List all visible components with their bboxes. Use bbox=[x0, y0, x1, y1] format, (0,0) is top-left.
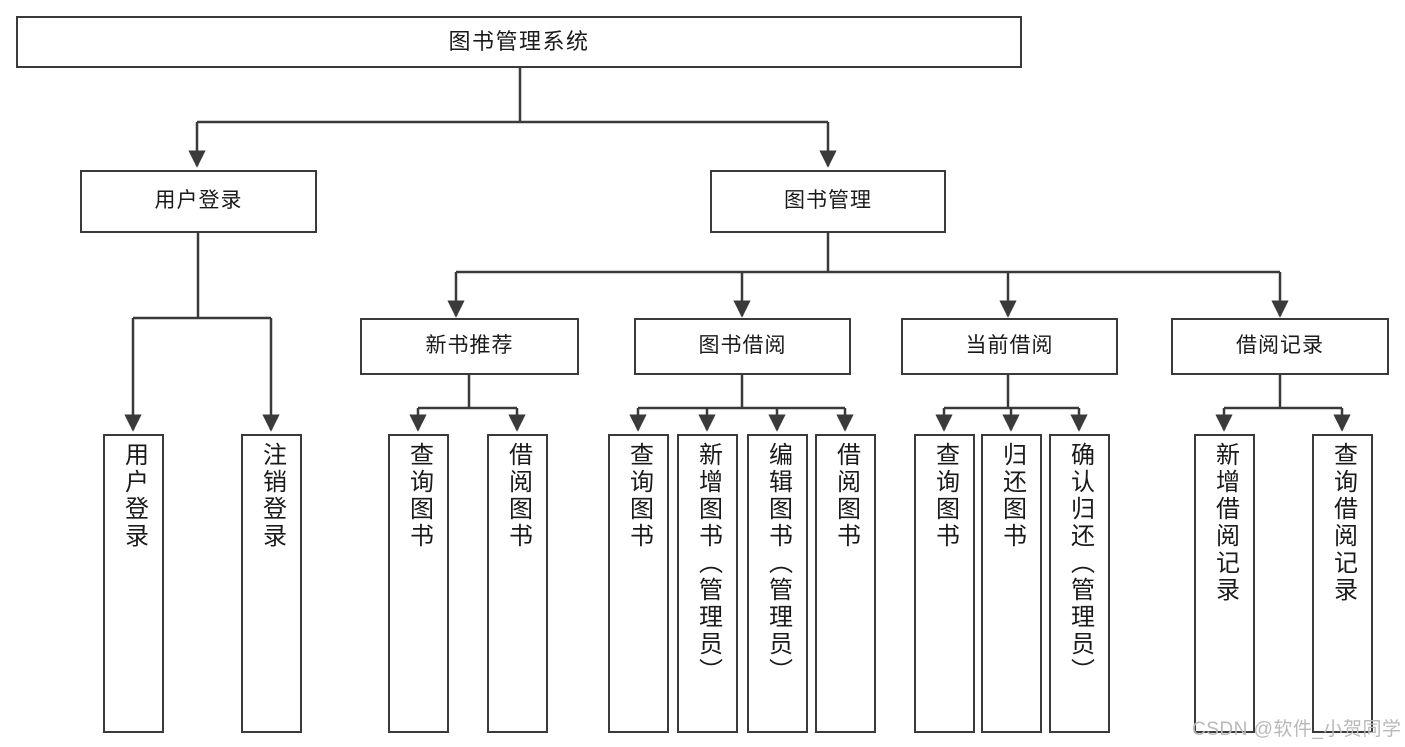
node-new-book-recommend[interactable]: 新书推荐 bbox=[360, 318, 579, 375]
node-label: 确认归还（管理员） bbox=[1066, 442, 1094, 685]
leaf-new-book-query[interactable]: 查询图书 bbox=[388, 434, 449, 733]
watermark: CSDN @软件_小贺同学 bbox=[1192, 719, 1402, 740]
node-label: 借阅记录 bbox=[1236, 334, 1324, 358]
node-label: 借阅图书 bbox=[504, 442, 532, 550]
node-label: 用户登录 bbox=[120, 442, 148, 550]
node-label: 归还图书 bbox=[998, 442, 1026, 550]
leaf-book-borrow-borrow[interactable]: 借阅图书 bbox=[815, 434, 876, 733]
node-label: 编辑图书（管理员） bbox=[764, 442, 792, 685]
leaf-current-borrow-confirm-return[interactable]: 确认归还（管理员） bbox=[1049, 434, 1110, 733]
node-borrow-record[interactable]: 借阅记录 bbox=[1171, 318, 1389, 375]
node-label: 图书管理 bbox=[784, 189, 872, 213]
node-label: 查询图书 bbox=[405, 442, 433, 550]
node-label: 图书借阅 bbox=[698, 334, 787, 358]
leaf-current-borrow-query[interactable]: 查询图书 bbox=[914, 434, 975, 733]
node-book-borrow[interactable]: 图书借阅 bbox=[634, 318, 851, 375]
node-label: 图书管理系统 bbox=[448, 29, 590, 55]
leaf-current-borrow-return[interactable]: 归还图书 bbox=[981, 434, 1042, 733]
node-user-login[interactable]: 用户登录 bbox=[80, 170, 317, 233]
node-label: 新增借阅记录 bbox=[1211, 442, 1239, 604]
node-label: 查询图书 bbox=[931, 442, 959, 550]
node-label: 当前借阅 bbox=[965, 334, 1054, 358]
leaf-book-borrow-edit[interactable]: 编辑图书（管理员） bbox=[747, 434, 808, 733]
node-label: 用户登录 bbox=[154, 189, 243, 213]
leaf-user-login-login[interactable]: 用户登录 bbox=[103, 434, 164, 733]
leaf-user-login-logout[interactable]: 注销登录 bbox=[241, 434, 302, 733]
node-root-book-management-system[interactable]: 图书管理系统 bbox=[16, 16, 1022, 68]
node-label: 查询图书 bbox=[625, 442, 653, 550]
leaf-borrow-record-query[interactable]: 查询借阅记录 bbox=[1312, 434, 1373, 733]
leaf-new-book-borrow[interactable]: 借阅图书 bbox=[487, 434, 548, 733]
leaf-book-borrow-add[interactable]: 新增图书（管理员） bbox=[677, 434, 738, 733]
leaf-borrow-record-add[interactable]: 新增借阅记录 bbox=[1194, 434, 1255, 733]
node-label: 新书推荐 bbox=[425, 334, 514, 358]
node-book-management[interactable]: 图书管理 bbox=[710, 170, 946, 233]
node-current-borrow[interactable]: 当前借阅 bbox=[901, 318, 1118, 375]
node-label: 注销登录 bbox=[258, 442, 286, 550]
leaf-book-borrow-query[interactable]: 查询图书 bbox=[608, 434, 669, 733]
node-label: 查询借阅记录 bbox=[1329, 442, 1357, 604]
node-label: 新增图书（管理员） bbox=[694, 442, 722, 685]
node-label: 借阅图书 bbox=[832, 442, 860, 550]
